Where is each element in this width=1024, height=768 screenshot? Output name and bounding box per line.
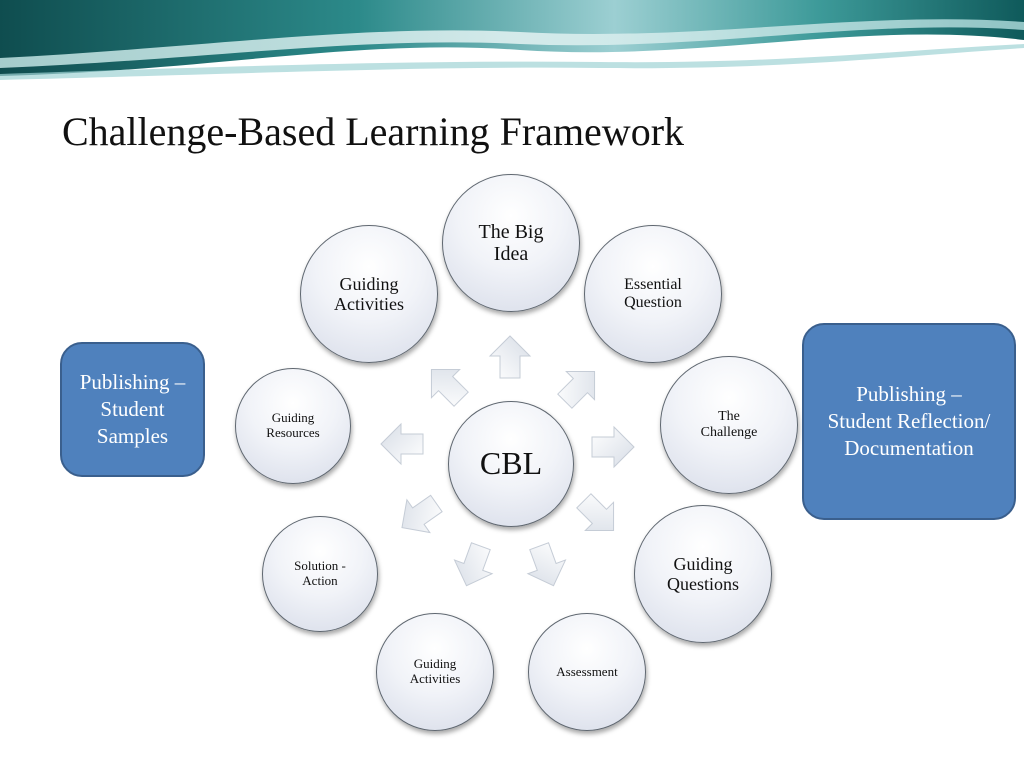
slide-title: Challenge-Based Learning Framework	[62, 109, 685, 154]
node-label: The Big Idea	[478, 220, 544, 265]
node-the-challenge: The Challenge	[660, 356, 798, 494]
publishing-student-samples-box: Publishing – Student Samples	[60, 342, 205, 477]
flow-arrow	[557, 370, 596, 409]
flow-arrow	[576, 493, 615, 532]
center-label: CBL	[479, 445, 543, 482]
node-label: Guiding Resources	[266, 410, 320, 440]
node-solution-action: Solution - Action	[262, 516, 378, 632]
flow-arrow	[453, 542, 494, 587]
flow-arrow	[430, 368, 469, 407]
publishing-student-reflection-box: Publishing – Student Reflection/ Documen…	[802, 323, 1016, 520]
node-label: Guiding Activities	[334, 273, 404, 314]
side-box-label: Publishing – Student Reflection/ Documen…	[827, 381, 991, 461]
node-label: Guiding Activities	[409, 656, 461, 686]
flow-arrow	[591, 425, 635, 469]
node-guiding-activities-top: Guiding Activities	[300, 225, 438, 363]
node-label: Assessment	[556, 663, 618, 679]
side-box-label: Publishing – Student Samples	[79, 369, 186, 449]
header-banner	[0, 0, 1024, 80]
center-node-cbl: CBL	[448, 401, 574, 527]
flow-arrow	[488, 335, 532, 379]
flow-arrow	[401, 494, 443, 534]
node-label: Guiding Questions	[667, 553, 739, 594]
node-label: Solution - Action	[294, 558, 346, 588]
flow-arrow	[526, 542, 567, 587]
node-guiding-resources: Guiding Resources	[235, 368, 351, 484]
node-assessment: Assessment	[528, 613, 646, 731]
node-the-big-idea: The Big Idea	[442, 174, 580, 312]
node-guiding-questions: Guiding Questions	[634, 505, 772, 643]
node-guiding-activities-bottom: Guiding Activities	[376, 613, 494, 731]
node-label: Essential Question	[624, 276, 682, 311]
node-essential-question: Essential Question	[584, 225, 722, 363]
flow-arrow	[380, 422, 424, 466]
node-label: The Challenge	[700, 409, 758, 440]
